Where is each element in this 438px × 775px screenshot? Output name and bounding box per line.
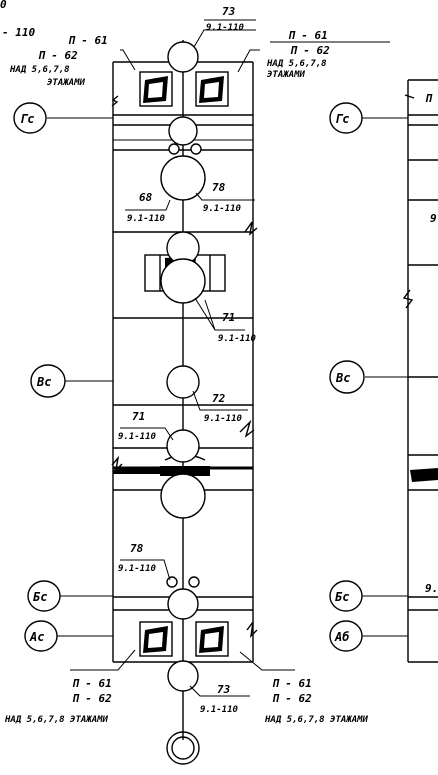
mark-p62: П - 62 (272, 692, 312, 705)
axes-left: Гс Вс Бс Ас (13, 102, 113, 652)
mark-floors: ЭТАЖАМИ (47, 78, 86, 88)
break-mark (404, 94, 415, 99)
section-circle (167, 41, 199, 73)
axis-label: Аб (334, 630, 349, 644)
section-circle (160, 473, 206, 519)
leader (189, 685, 250, 697)
small-circle (166, 576, 178, 588)
break-mark (402, 289, 414, 309)
leader (70, 649, 136, 671)
ref-number: 71 (132, 410, 145, 423)
axis-bubble (329, 360, 365, 394)
section-circle (160, 258, 206, 304)
top-left-fragment-2: - 110 (2, 26, 35, 39)
axis-label: Вс (36, 375, 51, 389)
bottom-double-circle-outer (166, 731, 200, 765)
ref-sheet: 9.1-110 (204, 414, 243, 424)
break-mark (111, 95, 119, 107)
section-circle (166, 365, 200, 399)
mark-p61: П - 61 (72, 677, 112, 690)
axis-bubble (329, 620, 363, 652)
section-circle (166, 429, 200, 463)
mark-floors: ЭТАЖАМИ (267, 70, 306, 80)
opening-top-left (139, 71, 173, 107)
leader (239, 651, 295, 671)
leader (125, 199, 171, 211)
mark-texts: П - 61 П - 62 НАД 5,6,7,8 ЭТАЖАМИ П - 61… (4, 29, 369, 725)
leader (120, 49, 136, 71)
ref-number: 78 (212, 181, 226, 194)
small-circle (190, 143, 202, 155)
mark-p62: П - 62 (290, 44, 330, 57)
axis-label: Бс (33, 590, 47, 604)
right-edge-mark: П (425, 92, 433, 105)
ref-number: 72 (212, 392, 226, 405)
leader (192, 390, 248, 411)
mark-p62: П - 62 (38, 49, 78, 62)
axis-bubble (30, 364, 66, 398)
ref-sheet: 9.1-110 (203, 204, 242, 214)
ref-sheet: 9.1-110 (118, 564, 157, 574)
mark-above: НАД 5,6,7,8 (9, 65, 70, 75)
small-circle (168, 143, 180, 155)
ref-sheet: 9.1-110 (118, 432, 157, 442)
axis-label: Вс (335, 371, 350, 385)
right-edge-mark: 9 (430, 212, 437, 225)
axis-bubble (329, 102, 363, 134)
break-mark (246, 621, 258, 638)
opening-top-right (195, 71, 229, 107)
axis-bubble (24, 620, 58, 652)
axis-label: Бс (335, 590, 349, 604)
leader (195, 192, 255, 201)
opening-bottom-left (139, 621, 173, 657)
top-left-fragment-1: 0 (0, 0, 7, 11)
axis-bubble (27, 580, 61, 612)
ref-number: 78 (130, 542, 144, 555)
leader (120, 427, 174, 441)
break-mark (111, 455, 123, 473)
ref-labels: 73 9.1-110 68 9.1-110 78 9.1-110 71 9.1-… (118, 5, 257, 715)
bottom-double-circle-inner (171, 736, 195, 760)
section-circle (168, 116, 198, 146)
leader (120, 559, 171, 581)
right-floor-strip (410, 468, 438, 482)
opening-bottom-right (195, 621, 229, 657)
mark-p62: П - 62 (72, 692, 112, 705)
axis-label: Ас (29, 630, 44, 644)
mark-p61: П - 61 (272, 677, 312, 690)
small-circle (188, 576, 200, 588)
axis-bubble (13, 102, 47, 134)
axis-label: Гс (335, 112, 349, 126)
floor-strip-fill (113, 466, 165, 474)
ref-number: 71 (222, 311, 235, 324)
ref-sheet: 9.1-110 (218, 334, 257, 344)
mark-above: НАД 5,6,7,8 (266, 59, 327, 69)
right-column: П 9 9. (402, 79, 438, 663)
mark-above-long: НАД 5,6,7,8 ЭТАЖАМИ (4, 715, 109, 725)
main-column (70, 29, 390, 765)
ref-sheet: 9.1-110 (200, 705, 239, 715)
ref-number: 73 (222, 5, 236, 18)
break-mark (239, 419, 255, 438)
ref-sheet: 9.1-110 (206, 23, 245, 33)
mark-above-long: НАД 5,6,7,8 ЭТАЖАМИ (264, 715, 369, 725)
floor-strip-center (160, 466, 210, 476)
axis-label: Гс (20, 112, 34, 126)
section-circle (167, 588, 199, 620)
mark-p61: П - 61 (68, 34, 108, 47)
right-edge-mark: 9. (425, 582, 438, 595)
axes-right: Гс Вс Бс Аб (329, 102, 408, 652)
break-mark (244, 221, 258, 236)
ref-sheet: 9.1-110 (127, 214, 166, 224)
axis-bubble (329, 580, 363, 612)
mark-p61: П - 61 (288, 29, 328, 42)
leader (194, 297, 245, 331)
ref-number: 73 (217, 683, 231, 696)
section-circle (167, 660, 199, 692)
ref-number: 68 (139, 191, 153, 204)
section-circle (160, 155, 206, 201)
leader (237, 49, 260, 73)
leader (193, 29, 256, 48)
